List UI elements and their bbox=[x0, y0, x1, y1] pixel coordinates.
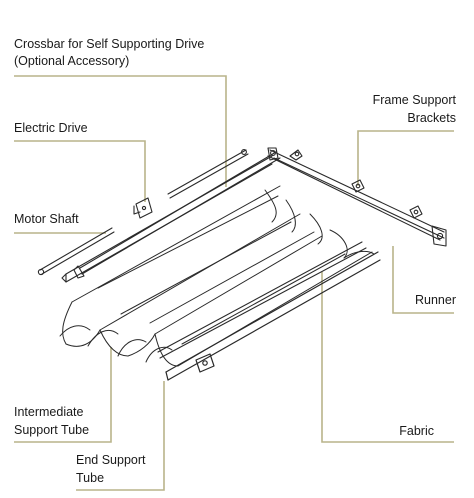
end-support-tube-label-line1: End Support bbox=[76, 453, 146, 467]
leader-runner bbox=[392, 246, 454, 314]
fabric bbox=[59, 185, 375, 367]
runner-label: Runner bbox=[415, 293, 456, 307]
leader-end-support bbox=[76, 381, 165, 491]
end-support-tube bbox=[165, 251, 381, 381]
leader-fabric bbox=[321, 272, 454, 443]
awning-drawing bbox=[37, 147, 447, 381]
electric-drive bbox=[133, 149, 249, 219]
intermediate-support-tube-label-line1: Intermediate bbox=[14, 405, 84, 419]
leader-intermediate bbox=[14, 347, 112, 443]
runner-rail bbox=[267, 147, 447, 247]
end-support-tube-label-line2: Tube bbox=[76, 471, 105, 485]
left-rail bbox=[61, 155, 273, 283]
intermediate-support-tube bbox=[157, 241, 367, 359]
leader-lines bbox=[14, 75, 454, 491]
leader-crossbar bbox=[14, 75, 227, 187]
intermediate-support-tube-label-line2: Support Tube bbox=[14, 423, 90, 437]
motor-shaft-label: Motor Shaft bbox=[14, 212, 79, 226]
leader-electric-drive bbox=[14, 140, 146, 202]
motor-shaft bbox=[37, 227, 115, 276]
frame-support-brackets-label-line2: Brackets bbox=[407, 111, 456, 125]
crossbar-label-line1: Crossbar for Self Supporting Drive bbox=[14, 37, 205, 51]
leader-frame-brackets bbox=[357, 130, 454, 186]
crossbar-label-line2: (Optional Accessory) bbox=[14, 54, 130, 68]
frame-support-brackets-label-line1: Frame Support bbox=[372, 93, 456, 107]
electric-drive-label: Electric Drive bbox=[14, 121, 88, 135]
fabric-label: Fabric bbox=[399, 424, 434, 438]
